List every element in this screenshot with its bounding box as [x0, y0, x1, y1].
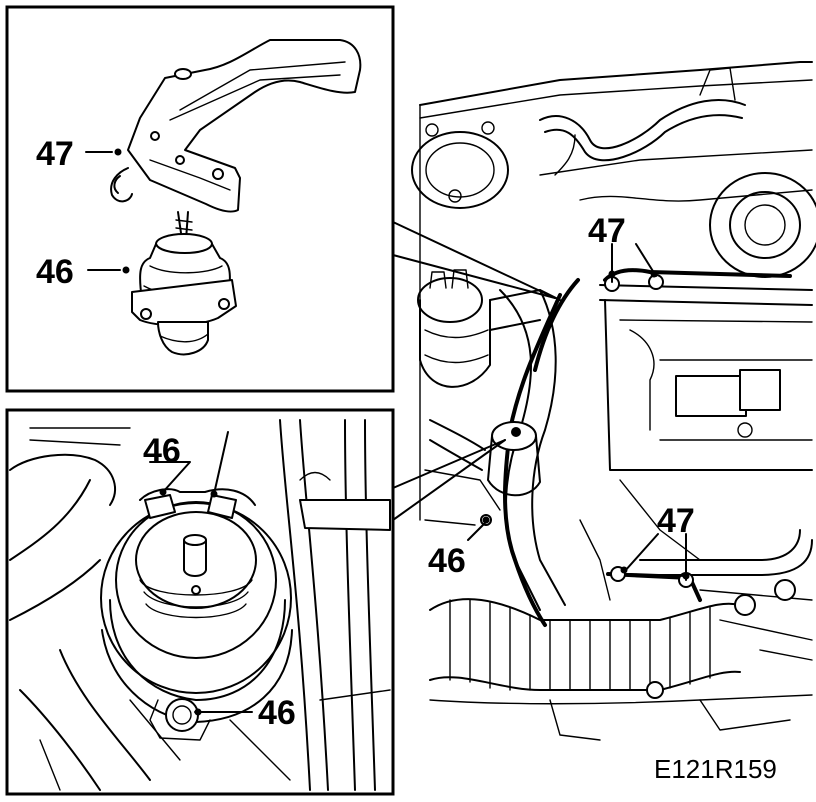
callout-47-engine-bracket-bottom: 47: [657, 502, 695, 540]
callout-46-inset-bottom-top: 46: [143, 432, 181, 470]
strut-tower-right: [709, 172, 816, 278]
engine-mount-top-view: [100, 488, 293, 723]
inset-top: 47 46: [5, 5, 395, 393]
corrugated-hose: [429, 598, 741, 691]
callout-47-engine-bracket-top: 47: [588, 212, 626, 250]
callout-47-inset-top: 47: [36, 135, 74, 173]
engine-bracket-icon: [110, 39, 362, 213]
callout-46-inset-top: 46: [36, 253, 74, 291]
intake-assembly: [417, 269, 561, 388]
strut-tower-left: [411, 121, 509, 209]
engine-bay-view: [411, 61, 816, 741]
figure-id: E121R159: [654, 754, 777, 784]
main-callouts: 47 47 46: [428, 212, 695, 581]
engine-mount-bay: [480, 421, 541, 526]
engine-mount-icon: [131, 211, 237, 356]
engine-bracket-main: [603, 268, 792, 282]
inset-bottom: 46 46: [5, 408, 395, 796]
bolt-icon: [149, 698, 211, 741]
callout-46-engine-mount: 46: [428, 542, 466, 580]
inset-connector-lines: [392, 221, 556, 521]
cylinder-head: [599, 284, 813, 471]
callout-46-inset-bottom-bolt: 46: [258, 694, 296, 732]
